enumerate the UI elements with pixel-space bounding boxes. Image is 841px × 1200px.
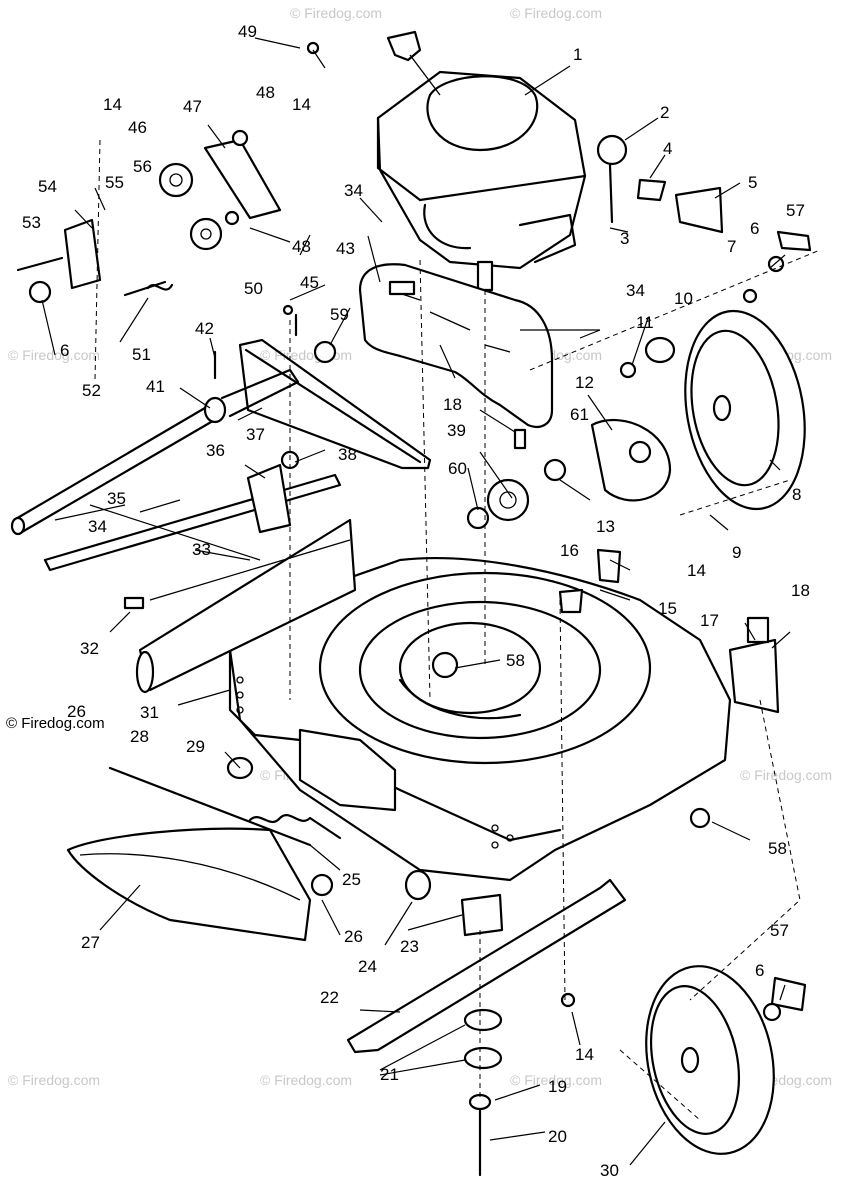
label-35: 35 — [107, 489, 126, 508]
label-48: 48 — [256, 83, 275, 102]
label-49: 49 — [238, 22, 257, 41]
label-45: 45 — [300, 273, 319, 292]
label-8: 8 — [792, 485, 801, 504]
label-2: 2 — [660, 103, 669, 122]
label-25: 25 — [342, 870, 361, 889]
label-23: 23 — [400, 937, 419, 956]
rear-wheel — [684, 309, 806, 511]
label-36: 36 — [206, 441, 225, 460]
label-26: 26 — [67, 702, 86, 721]
label-59: 59 — [330, 305, 349, 324]
label-5: 5 — [748, 173, 757, 192]
label-7: 7 — [727, 237, 736, 256]
leader-lines — [41, 37, 791, 1166]
label-14: 14 — [575, 1045, 594, 1064]
label-6: 6 — [755, 961, 764, 980]
label-47: 47 — [183, 97, 202, 116]
watermark: © Firedog.com — [260, 1072, 352, 1088]
label-14: 14 — [103, 95, 122, 114]
label-24: 24 — [358, 957, 377, 976]
label-26: 26 — [344, 927, 363, 946]
label-33: 33 — [192, 540, 211, 559]
label-14: 14 — [687, 561, 706, 580]
label-14: 14 — [292, 95, 311, 114]
copyright-notice: © Firedog.com — [6, 715, 105, 732]
label-54: 54 — [38, 177, 57, 196]
label-9: 9 — [732, 543, 741, 562]
label-34: 34 — [626, 281, 645, 300]
label-38: 38 — [338, 445, 357, 464]
label-48: 48 — [292, 237, 311, 256]
handle-shaft — [10, 368, 300, 536]
label-52: 52 — [82, 381, 101, 400]
hinge-rod — [108, 766, 312, 847]
label-20: 20 — [548, 1127, 567, 1146]
label-55: 55 — [105, 173, 124, 192]
label-18: 18 — [791, 581, 810, 600]
label-18: 18 — [443, 395, 462, 414]
label-10: 10 — [674, 289, 693, 308]
label-34: 34 — [88, 517, 107, 536]
label-11: 11 — [636, 313, 654, 332]
label-42: 42 — [195, 319, 214, 338]
belt-guard — [358, 263, 554, 428]
watermark: © Firedog.com — [290, 5, 382, 21]
label-12: 12 — [575, 373, 594, 392]
torsion-spring — [248, 814, 342, 840]
front-wheel — [645, 965, 775, 1155]
small-parts — [16, 41, 812, 1177]
watermark: © Firedog.com — [510, 1072, 602, 1088]
label-57: 57 — [770, 921, 789, 940]
label-32: 32 — [80, 639, 99, 658]
label-29: 29 — [186, 737, 205, 756]
label-50: 50 — [244, 279, 263, 298]
label-21: 21 — [380, 1065, 399, 1084]
watermark: © Firedog.com — [740, 767, 832, 783]
label-60: 60 — [448, 459, 467, 478]
label-6: 6 — [750, 219, 759, 238]
label-39: 39 — [447, 421, 466, 440]
label-22: 22 — [320, 988, 339, 1007]
label-57: 57 — [786, 201, 805, 220]
label-58: 58 — [506, 651, 525, 670]
label-28: 28 — [130, 727, 149, 746]
drive-belt — [238, 338, 432, 470]
mower-deck — [228, 557, 732, 882]
label-13: 13 — [596, 517, 615, 536]
engine — [376, 30, 587, 292]
label-53: 53 — [22, 213, 41, 232]
watermark: © Firedog.com — [8, 347, 100, 363]
watermark: © Firedog.com — [8, 1072, 100, 1088]
label-61: 61 — [570, 405, 589, 424]
label-58: 58 — [768, 839, 787, 858]
label-46: 46 — [128, 118, 147, 137]
label-4: 4 — [663, 139, 672, 158]
label-6: 6 — [60, 341, 69, 360]
label-16: 16 — [560, 541, 579, 560]
label-43: 43 — [336, 239, 355, 258]
label-34: 34 — [344, 181, 363, 200]
label-37: 37 — [246, 425, 265, 444]
label-31: 31 — [140, 703, 159, 722]
assembly-lines — [94, 139, 821, 1121]
label-19: 19 — [548, 1077, 567, 1096]
label-41: 41 — [146, 377, 165, 396]
label-27: 27 — [81, 933, 100, 952]
blade — [346, 878, 627, 1054]
part-number-labels: 1 2 3 4 5 6 6 6 7 8 9 10 11 12 13 14 14 … — [22, 22, 810, 1180]
watermark: © Firedog.com — [510, 5, 602, 21]
grass-deflector — [66, 827, 312, 942]
label-15: 15 — [658, 599, 677, 618]
label-51: 51 — [132, 345, 151, 364]
label-1: 1 — [573, 45, 582, 64]
label-3: 3 — [620, 229, 629, 248]
label-17: 17 — [700, 611, 719, 630]
label-56: 56 — [133, 157, 152, 176]
label-30: 30 — [600, 1161, 619, 1180]
